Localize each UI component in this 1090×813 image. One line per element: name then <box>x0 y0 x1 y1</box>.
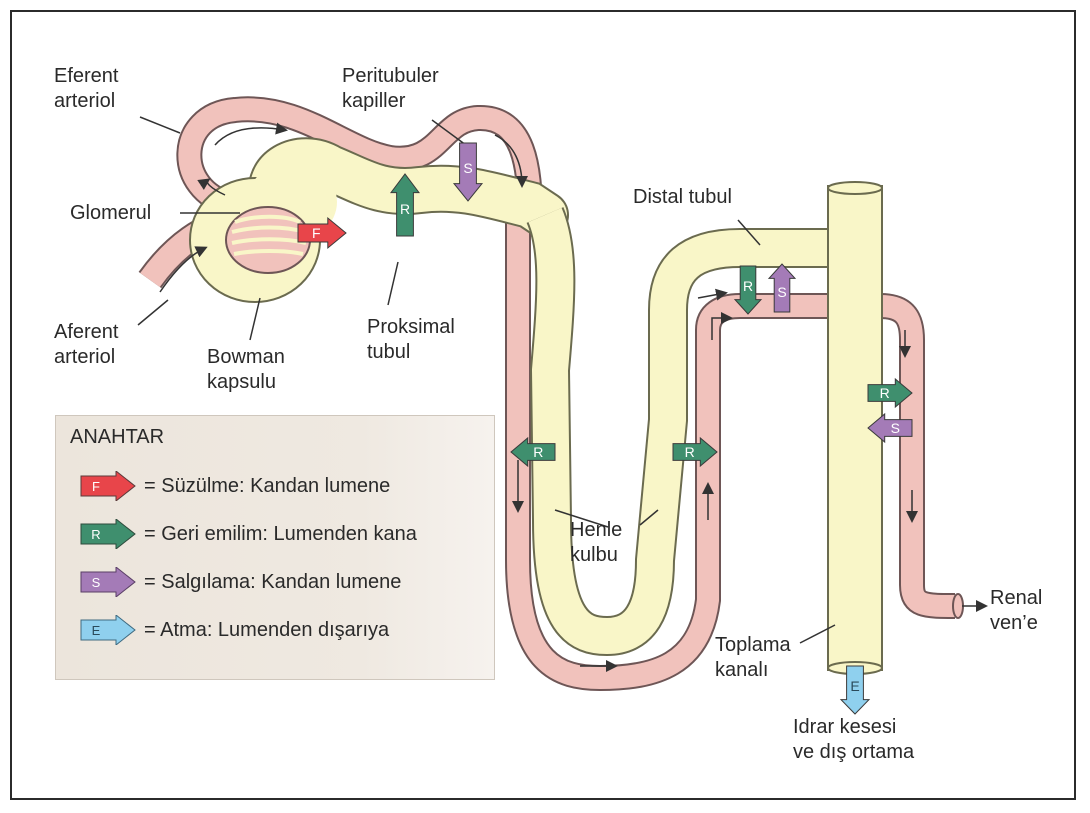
reabsorption-arrow-icon: R <box>80 519 136 549</box>
label-eferent-arteriol: Eferent arteriol <box>54 64 118 114</box>
legend-item-reabsorption: R = Geri emilim: Lumenden kana <box>80 516 417 552</box>
legend-item-secretion: S = Salgılama: Kandan lumene <box>80 564 401 600</box>
label-peritubuler-kapiller: Peritubuler kapiller <box>342 64 439 114</box>
secretion-arrow-icon: S <box>80 567 136 597</box>
legend-item-excretion: E = Atma: Lumenden dışarıya <box>80 612 389 648</box>
reabsorption-marker-descending-letter: R <box>533 444 543 460</box>
legend-box: ANAHTAR F = Süzülme: Kandan lumene R = G… <box>55 415 495 680</box>
secretion-marker-distal-letter: S <box>777 284 786 300</box>
filtration-arrow-icon: F <box>80 471 136 501</box>
reabsorption-marker-ascending-letter: R <box>685 444 695 460</box>
legend-item-text: = Geri emilim: Lumenden kana <box>144 523 417 546</box>
label-henle-kulbu: Henle kulbu <box>570 518 622 568</box>
legend-item-filtration: F = Süzülme: Kandan lumene <box>80 468 390 504</box>
glomerulus <box>226 207 310 273</box>
label-glomerul: Glomerul <box>70 201 151 226</box>
legend-item-text: = Atma: Lumenden dışarıya <box>144 619 389 642</box>
label-aferent-arteriol: Aferent arteriol <box>54 320 118 370</box>
reabsorption-marker-collecting-letter: R <box>880 385 890 401</box>
excretion-marker-letter: E <box>850 678 859 694</box>
filtration-marker-letter: F <box>312 225 321 241</box>
legend-item-letter: E <box>92 623 101 638</box>
label-proksimal-tubul: Proksimal tubul <box>367 315 455 365</box>
reabsorption-marker-proximal-letter: R <box>400 201 410 217</box>
label-idrar-kesesi: Idrar kesesi ve dış ortama <box>793 715 914 765</box>
excretion-arrow-icon: E <box>80 615 136 645</box>
legend-item-letter: F <box>92 479 100 494</box>
label-toplama-kanali: Toplama kanalı <box>715 633 791 683</box>
legend-title: ANAHTAR <box>70 426 164 449</box>
legend-item-letter: R <box>91 527 100 542</box>
secretion-marker-collecting-letter: S <box>891 420 900 436</box>
reabsorption-marker-distal-letter: R <box>743 278 753 294</box>
label-renal-vene: Renal ven’e <box>990 586 1042 636</box>
legend-item-text: = Salgılama: Kandan lumene <box>144 571 401 594</box>
secretion-marker-proximal-letter: S <box>463 160 472 176</box>
legend-item-text: = Süzülme: Kandan lumene <box>144 475 390 498</box>
label-distal-tubul: Distal tubul <box>633 185 732 210</box>
label-bowman-kapsulu: Bowman kapsulu <box>207 345 285 395</box>
legend-item-letter: S <box>92 575 101 590</box>
